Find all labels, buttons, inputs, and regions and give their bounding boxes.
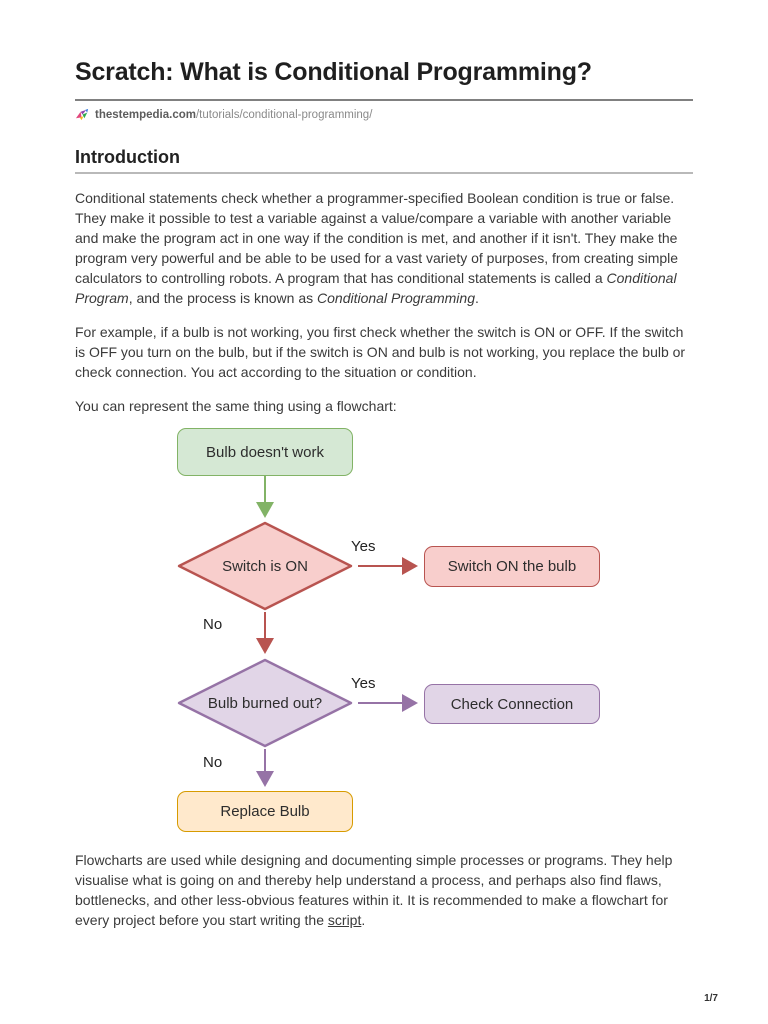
closing-paragraph: Flowcharts are used while designing and … <box>75 850 693 930</box>
node-label: Bulb doesn't work <box>206 443 324 461</box>
script-link[interactable]: script <box>327 912 362 929</box>
title-divider <box>75 98 693 101</box>
flowchart-node-decision-bulb-burned-out: Bulb burned out? <box>177 658 353 748</box>
source-path: /tutorials/conditional-programming/ <box>195 108 373 121</box>
paragraph-text: Conditional statements check whether a p… <box>75 190 679 287</box>
italic-term-conditional-programming: Conditional Programming <box>317 290 475 307</box>
section-divider <box>75 172 693 175</box>
diamond-shape <box>177 522 353 611</box>
section-heading-introduction: Introduction <box>75 146 180 167</box>
source-domain: thestempedia.com <box>95 108 196 121</box>
italic-term-conditional-program: Conditional Program <box>75 270 677 307</box>
flowchart-figure: Bulb doesn't work Switch is ON Yes Switc… <box>0 424 768 836</box>
flowchart-node-check-connection: Check Connection <box>424 684 600 725</box>
flowchart-arrows <box>256 476 418 788</box>
diamond-shape <box>177 659 353 748</box>
document-page-bottom: Flowcharts are used while designing and … <box>0 850 768 930</box>
flowchart-node-switch-on-the-bulb: Switch ON the bulb <box>424 546 600 588</box>
node-label: Switch is ON <box>222 557 308 575</box>
intro-paragraph-2: For example, if a bulb is not working, y… <box>75 324 686 381</box>
intro-paragraph-1: Conditional statements check whether a p… <box>75 188 693 308</box>
source-url-line: thestempedia.com/tutorials/conditional-p… <box>75 107 693 123</box>
node-label: Bulb burned out? <box>207 694 323 712</box>
paragraph-text: . <box>474 290 479 307</box>
flowchart-lead-in: You can represent the same thing using a… <box>75 398 397 415</box>
flowchart-node-start: Bulb doesn't work <box>177 428 353 477</box>
flowchart-node-decision-switch-is-on: Switch is ON <box>177 521 353 611</box>
source-url: thestempedia.com/tutorials/conditional-p… <box>95 107 372 123</box>
edge-label-yes: Yes <box>351 538 376 556</box>
edge-label-no: No <box>203 616 223 634</box>
paragraph-text: , and the process is known as <box>128 290 318 307</box>
edge-label-no: No <box>203 754 223 772</box>
document-page: Scratch: What is Conditional Programming… <box>0 0 768 416</box>
stempedia-logo-icon <box>75 109 89 121</box>
paragraph-text: . <box>361 912 366 929</box>
node-label: Switch ON the bulb <box>447 558 577 576</box>
paragraph-text: Flowcharts are used while designing and … <box>75 852 673 929</box>
page-title: Scratch: What is Conditional Programming… <box>75 58 592 86</box>
node-label: Replace Bulb <box>220 803 310 821</box>
node-label: Check Connection <box>450 695 574 713</box>
page-number: 1/7 <box>704 993 718 1004</box>
edge-label-yes: Yes <box>351 675 376 693</box>
flowchart-node-replace-bulb: Replace Bulb <box>177 791 353 833</box>
